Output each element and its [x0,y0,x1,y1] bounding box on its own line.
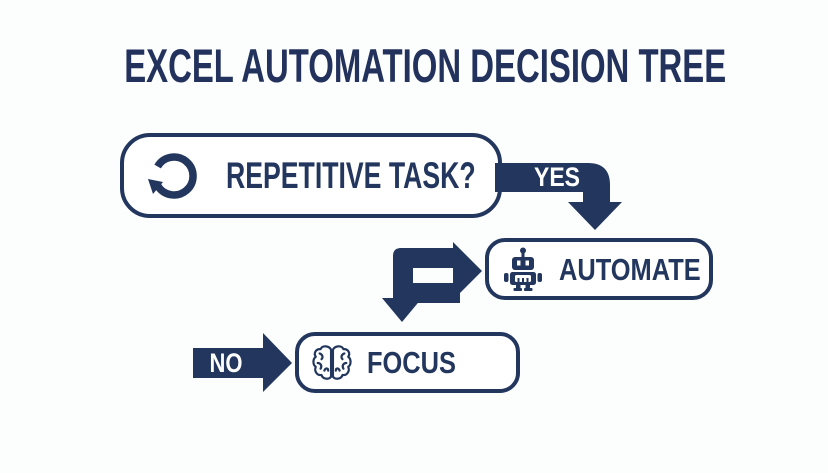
node-automate-label: AUTOMATE [559,251,701,287]
node-focus-label: FOCUS [367,345,456,380]
node-repetitive-task-label: REPETITIVE TASK? [226,155,476,196]
brain-icon [311,341,353,385]
no-arrow: NO [193,333,292,392]
swap-arrows [382,242,482,322]
node-focus: FOCUS [295,332,520,393]
node-repetitive-task: REPETITIVE TASK? [120,133,502,218]
robot-icon [501,247,545,291]
yes-arrow: YES [495,162,622,230]
node-automate: AUTOMATE [485,238,713,300]
no-arrow-label: NO [210,348,243,378]
refresh-loop-icon [146,148,202,204]
yes-arrow-label: YES [534,162,580,192]
page-title: EXCEL AUTOMATION DECISION TREE [124,39,727,92]
